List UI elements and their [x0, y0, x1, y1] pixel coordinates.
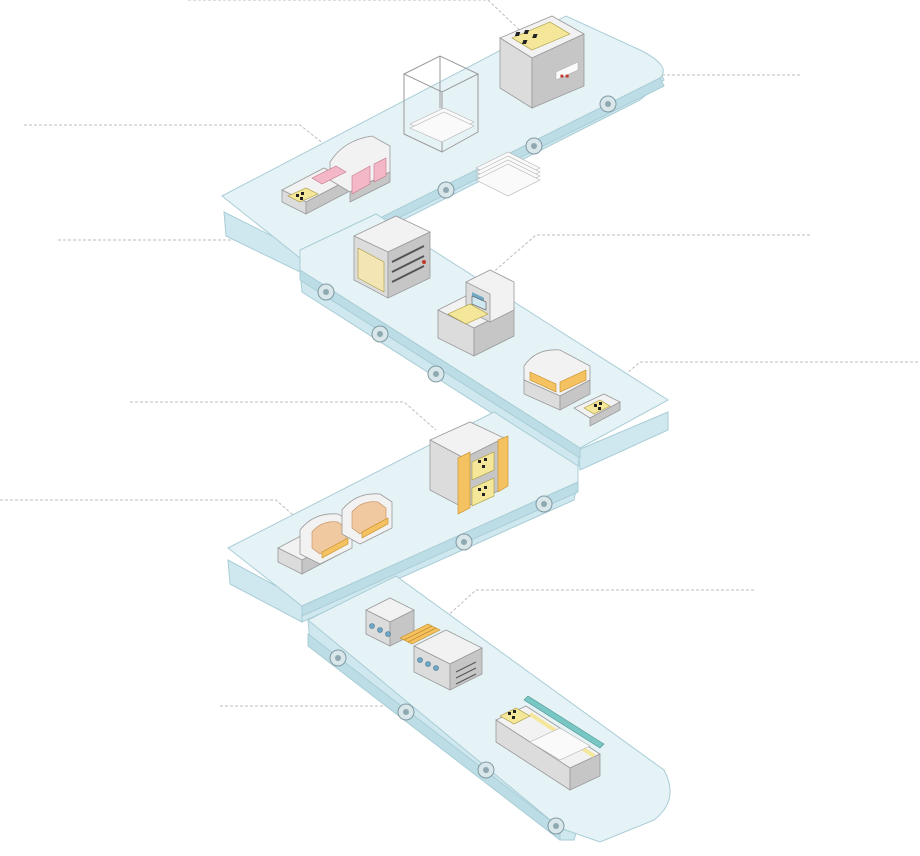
- roller-1: [599, 95, 617, 113]
- roller-2: [525, 137, 543, 155]
- yellow-reflow-icon: [523, 349, 621, 427]
- leader-line-3: [24, 124, 345, 161]
- svg-text:■ ■: ■ ■: [560, 74, 569, 80]
- roller-5: [371, 325, 389, 343]
- roller-10: [397, 703, 415, 721]
- leader-line-1: [188, 0, 529, 39]
- roller-8: [455, 533, 473, 551]
- rollers: [317, 95, 617, 835]
- roller-9: [329, 649, 347, 667]
- roller-7: [535, 495, 553, 513]
- leader-line-5: [489, 234, 810, 276]
- wire-rack-icon: [402, 55, 480, 153]
- blue-inline-machine-icon: [365, 597, 483, 691]
- conveyor-belt-1: [221, 15, 665, 273]
- leader-line-7: [130, 401, 437, 431]
- final-bench-icon: [495, 695, 605, 791]
- pink-oven-icon: [281, 135, 391, 215]
- paper-stack-icon: [475, 151, 541, 197]
- roller-11: [477, 761, 495, 779]
- printer-machine-icon: ■ ■: [499, 15, 585, 109]
- leader-line-8: [0, 499, 311, 531]
- roller-4: [317, 283, 335, 301]
- open-cabinet-icon: [429, 421, 509, 515]
- cabinet-machine-icon: [353, 215, 431, 299]
- roller-12: [547, 817, 565, 835]
- roller-3: [437, 181, 455, 199]
- roller-6: [427, 365, 445, 383]
- tan-oven-icon: [277, 493, 393, 575]
- conveyor-belt-4: [307, 575, 671, 843]
- leader-line-9: [431, 589, 754, 631]
- inspection-machine-icon: [437, 269, 515, 357]
